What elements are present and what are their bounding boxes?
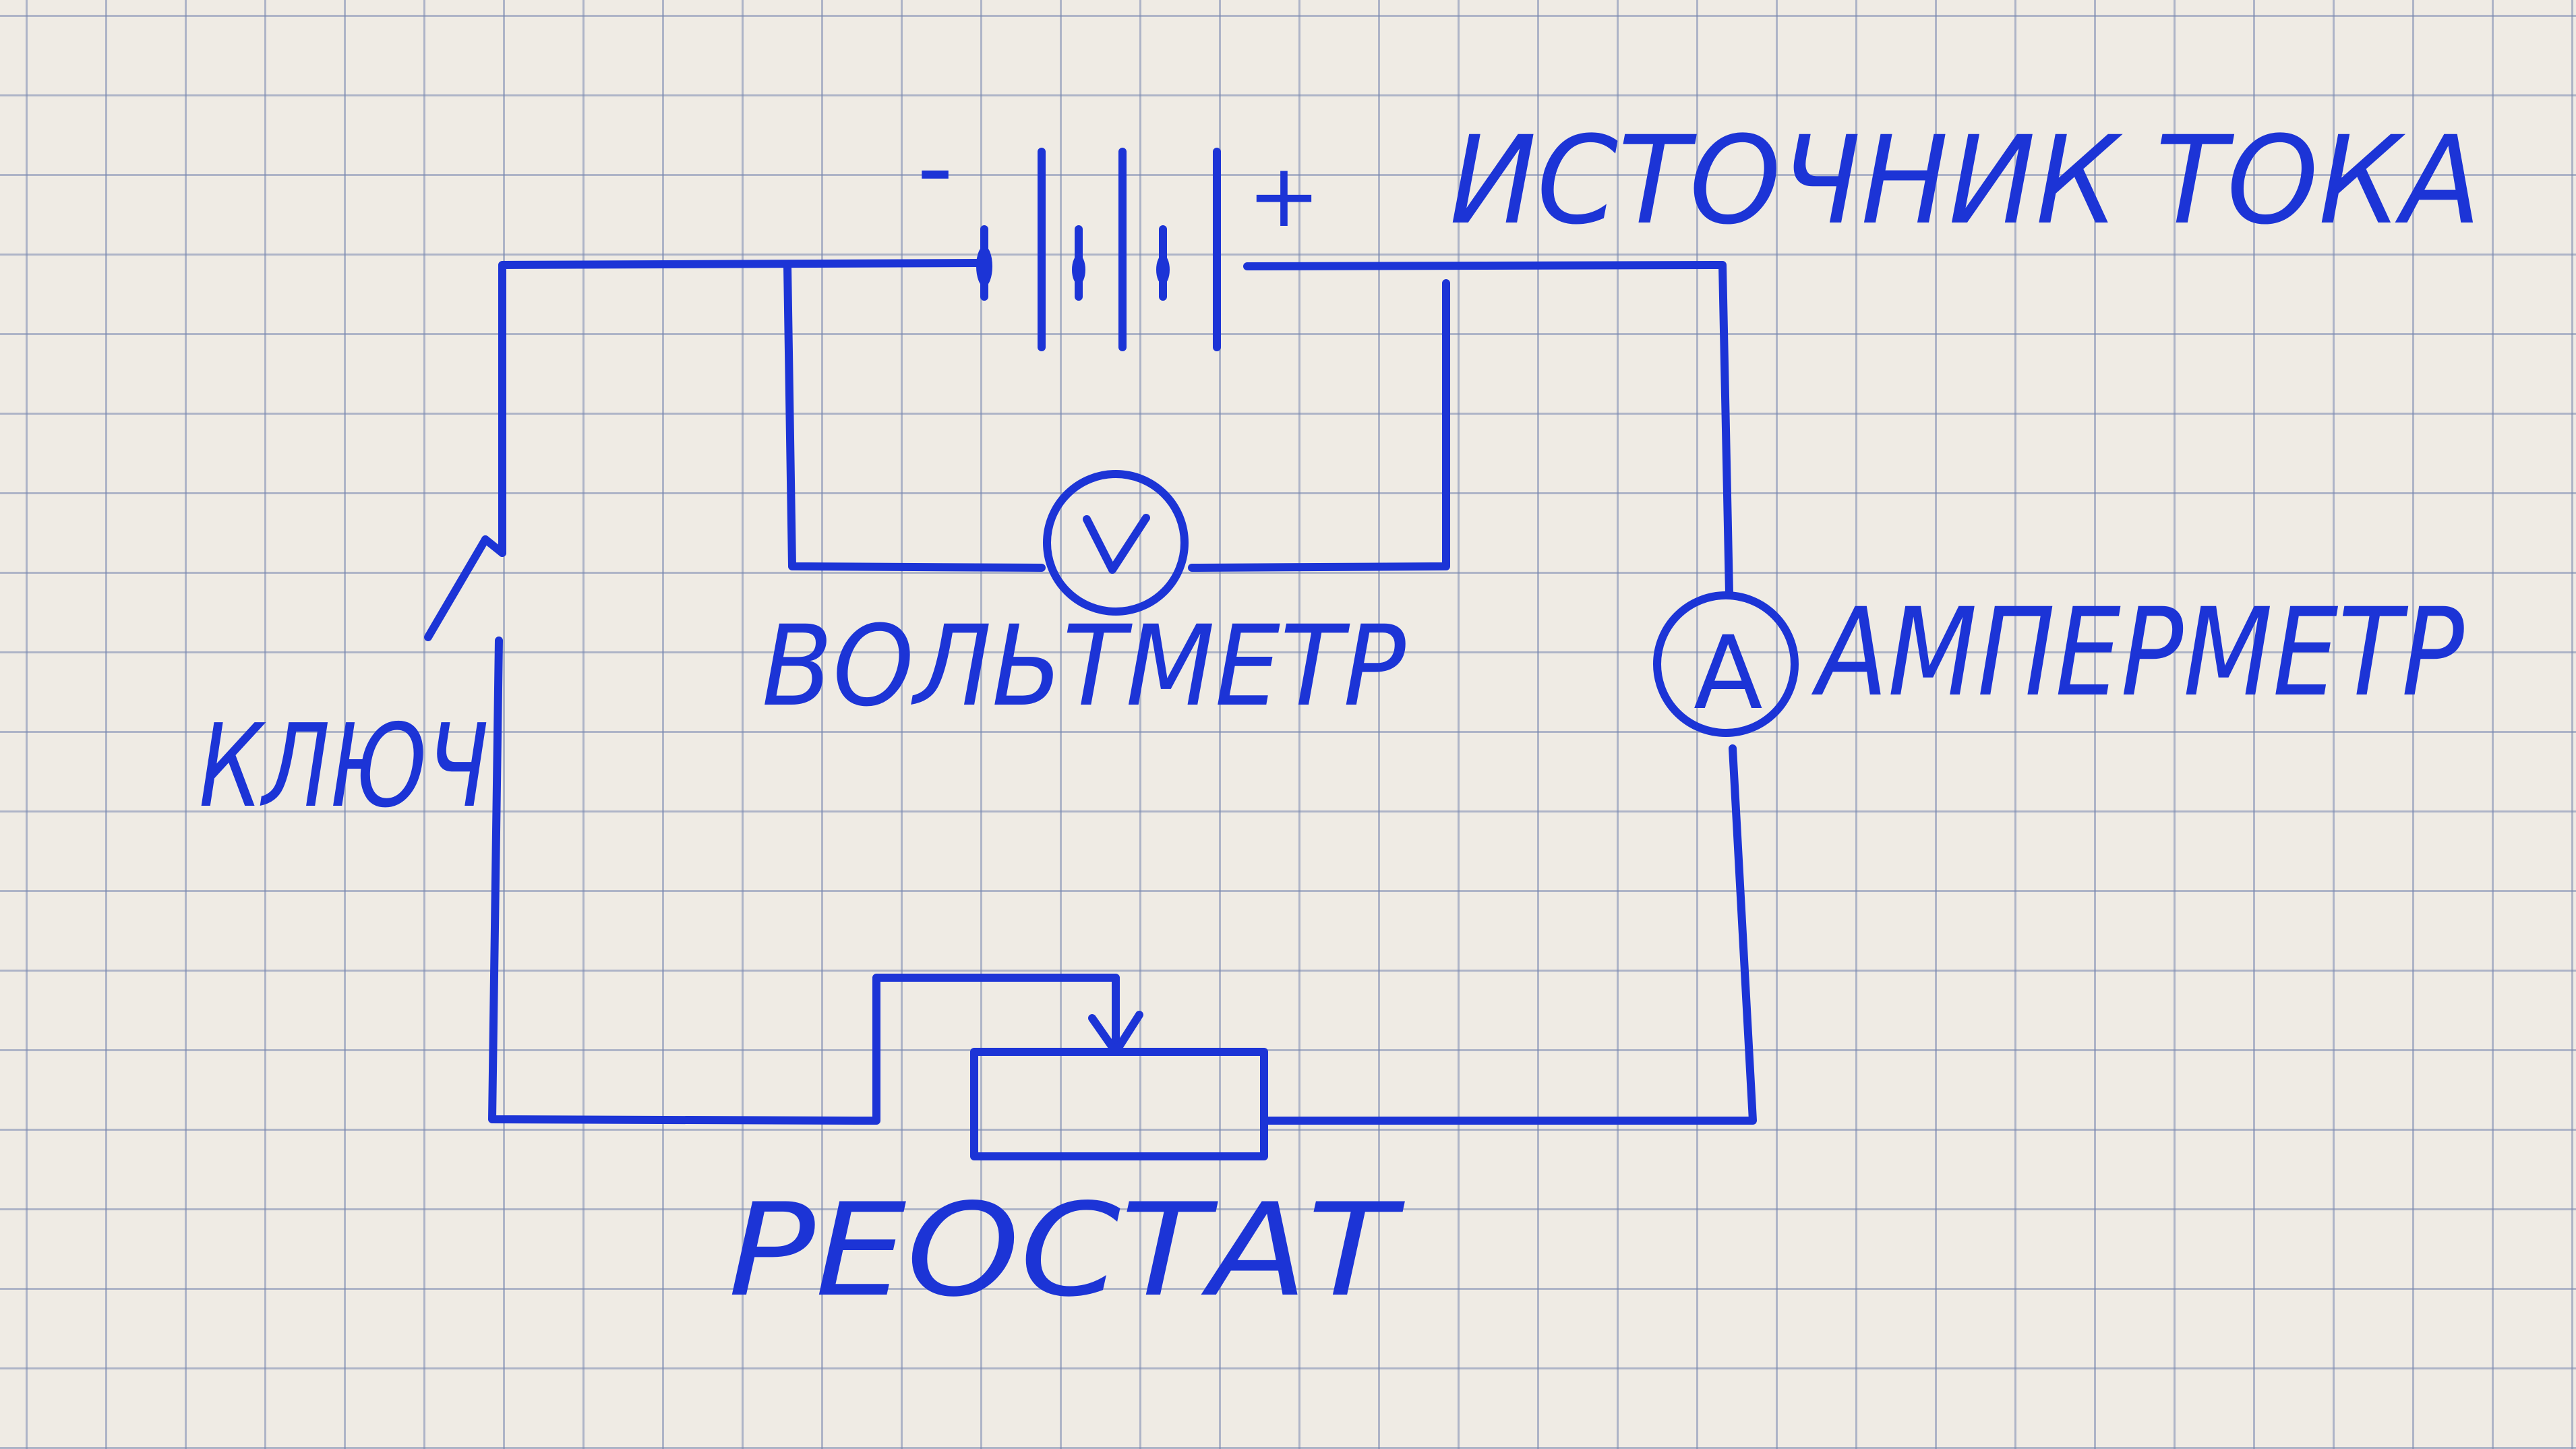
battery-plus-sign: +	[1247, 144, 1321, 247]
label-ammeter: АМПЕРМЕТР	[1811, 583, 2464, 723]
wire-top-left	[498, 259, 982, 557]
wire-voltmeter-branch-left	[783, 262, 1046, 572]
ammeter-symbol: A	[1653, 591, 1799, 737]
wire-right-lower	[1263, 744, 1757, 1125]
ammeter-letter: A	[1694, 615, 1763, 732]
rheostat-symbol	[852, 974, 1268, 1160]
label-voltmeter: ВОЛЬТМЕТР	[762, 601, 1406, 731]
label-rheostat: РЕОСТАТ	[728, 1176, 1406, 1325]
battery-minus-sign: -	[917, 109, 953, 227]
wire-key-lower	[488, 637, 860, 1125]
wire-top-right	[1243, 261, 1733, 597]
key-switch-blade	[424, 535, 489, 641]
key-switch-contact	[481, 535, 506, 557]
label-key: КЛЮЧ	[199, 700, 489, 833]
wire-voltmeter-branch-right	[1188, 279, 1450, 572]
battery-symbol	[976, 148, 1221, 351]
voltmeter-symbol	[1043, 470, 1189, 616]
label-source: ИСТОЧНИК ТОКА	[1449, 111, 2481, 252]
